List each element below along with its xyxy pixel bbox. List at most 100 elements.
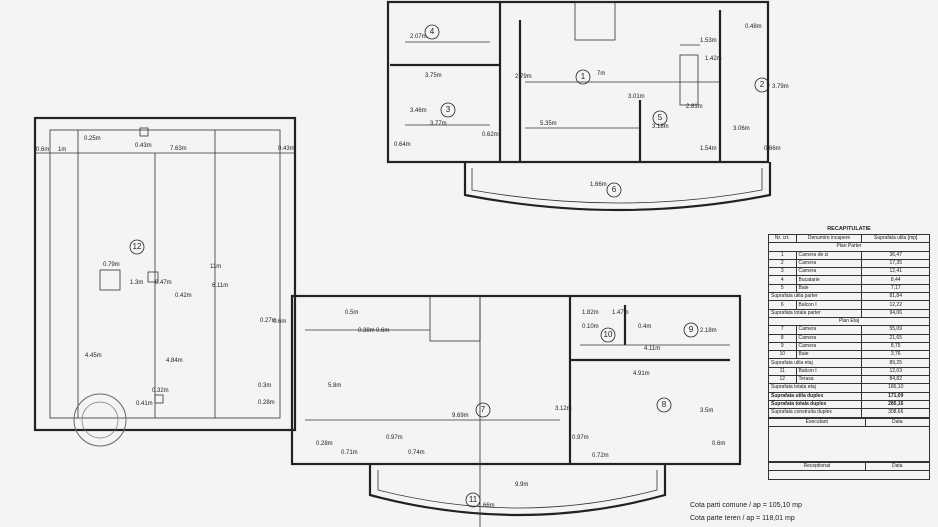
row-name: Baie bbox=[795, 283, 863, 294]
row-area: 17,35 bbox=[861, 258, 930, 269]
dimension-label: 0.6m bbox=[376, 328, 389, 334]
dimension-label: 4.91m bbox=[633, 371, 650, 377]
room-number: 4 bbox=[430, 27, 435, 36]
recap-row: Plan Etaj bbox=[768, 316, 930, 327]
executant-label: Executant bbox=[768, 417, 866, 427]
dimension-label: 0.32m bbox=[152, 388, 169, 394]
dimension-label: 0.27m bbox=[260, 318, 277, 324]
room-number: 5 bbox=[658, 113, 663, 122]
dimension-label: 3.18m bbox=[652, 124, 669, 130]
land-share-note: Cota parte teren / ap = 118,01 mp bbox=[690, 515, 795, 522]
row-nr: 1 bbox=[768, 250, 797, 260]
row-name: Camera bbox=[795, 325, 863, 335]
dimension-label: 9.9m bbox=[515, 482, 528, 488]
dimension-label: 0.41m bbox=[136, 401, 153, 407]
total-area: 280,16 bbox=[861, 399, 930, 410]
row-nr: 5 bbox=[768, 283, 797, 294]
room-number-circle bbox=[600, 327, 616, 343]
total-label: Suprafata totala parter bbox=[767, 308, 863, 318]
dimension-label: 0.3m bbox=[258, 383, 271, 389]
dimension-label: 0.47m bbox=[155, 280, 172, 286]
dimension-label: 2.79m bbox=[515, 74, 532, 80]
row-area: 55,09 bbox=[861, 325, 930, 335]
dimension-label: 1.3m bbox=[130, 280, 143, 286]
dimension-label: 0.66m bbox=[764, 146, 781, 152]
dimension-label: 2.81m bbox=[686, 104, 703, 110]
room-number-circle bbox=[656, 397, 672, 413]
dimension-label: 1.66m bbox=[478, 503, 495, 509]
executant-signature-area bbox=[768, 426, 930, 462]
row-area: 3,76 bbox=[861, 350, 930, 360]
dimension-label: 9.69m bbox=[452, 413, 469, 419]
dimension-label: 0.25m bbox=[84, 136, 101, 142]
dimension-label: 0.48m bbox=[745, 24, 762, 30]
dimension-label: 7m bbox=[597, 71, 605, 77]
dimension-label: 1m bbox=[58, 147, 66, 153]
room-number: 3 bbox=[446, 105, 451, 114]
receptionat-date-label: Data bbox=[864, 461, 931, 472]
dimension-label: 6.11m bbox=[212, 283, 228, 289]
row-nr: 8 bbox=[768, 333, 797, 343]
header-area: Suprafata utila [mp] bbox=[861, 233, 930, 244]
row-area: 8,75 bbox=[861, 341, 930, 352]
dimension-label: 3.01m bbox=[628, 94, 645, 100]
room-number: 1 bbox=[581, 72, 586, 81]
dimension-label: 3.77m bbox=[430, 121, 447, 127]
row-name: Camera bbox=[795, 267, 863, 277]
row-area: 8,44 bbox=[861, 275, 930, 285]
section-label: Plan Parter bbox=[768, 242, 930, 252]
room-number-circle bbox=[683, 322, 699, 338]
total-area: 186,10 bbox=[861, 383, 930, 393]
header-nr: Nr. crt. bbox=[768, 233, 797, 244]
room-number: 11 bbox=[469, 495, 478, 504]
total-label: Suprafata utila parter bbox=[767, 292, 863, 302]
dimension-label: 1.54m bbox=[700, 146, 717, 152]
total-label: Suprafata utila duplex bbox=[767, 391, 863, 401]
dimension-label: 0.4m bbox=[638, 324, 651, 330]
dimension-label: 0.97m bbox=[386, 435, 403, 441]
dimension-label: 1.66m bbox=[590, 182, 607, 188]
room-number: 2 bbox=[760, 80, 765, 89]
row-name: Balcon I bbox=[795, 300, 863, 310]
dimension-label: 0.97m bbox=[572, 435, 589, 441]
room-number-circle bbox=[652, 110, 668, 126]
total-label: Suprafata utila etaj bbox=[767, 358, 863, 368]
dimension-label: 4.84m bbox=[166, 358, 183, 364]
section-label: Plan Etaj bbox=[768, 316, 930, 327]
row-name: Balcon I bbox=[795, 366, 863, 377]
total-label: Suprafata totala etaj bbox=[767, 383, 863, 393]
row-name: Camera bbox=[795, 333, 863, 343]
dimension-label: 2.07m bbox=[410, 34, 427, 40]
terrace-plan bbox=[33, 116, 297, 447]
row-nr: 7 bbox=[768, 325, 797, 335]
dimension-label: 7.63m bbox=[170, 146, 187, 152]
dimension-label: 4.11m bbox=[644, 346, 660, 352]
row-name: Camera bbox=[795, 258, 863, 269]
dimension-label: 3.12m bbox=[555, 406, 572, 412]
row-nr: 9 bbox=[768, 341, 797, 352]
dimension-label: 0.6m bbox=[273, 319, 286, 325]
dimension-label: 5.35m bbox=[540, 121, 557, 127]
dimension-label: 0.74m bbox=[408, 450, 425, 456]
room-number: 7 bbox=[481, 405, 486, 414]
common-share-note: Cota parti comune / ap = 105,10 mp bbox=[690, 502, 802, 509]
row-area: 12,03 bbox=[861, 366, 930, 377]
row-area: 84,82 bbox=[861, 375, 930, 385]
room-number-circle bbox=[754, 77, 770, 93]
row-area: 21,65 bbox=[861, 333, 930, 343]
dimension-label: 11m bbox=[210, 264, 221, 270]
dimension-label: 0.43m bbox=[135, 143, 152, 149]
stamp bbox=[73, 393, 127, 447]
room-number-circle bbox=[440, 102, 456, 118]
dimension-label: 1.42m bbox=[705, 56, 722, 62]
